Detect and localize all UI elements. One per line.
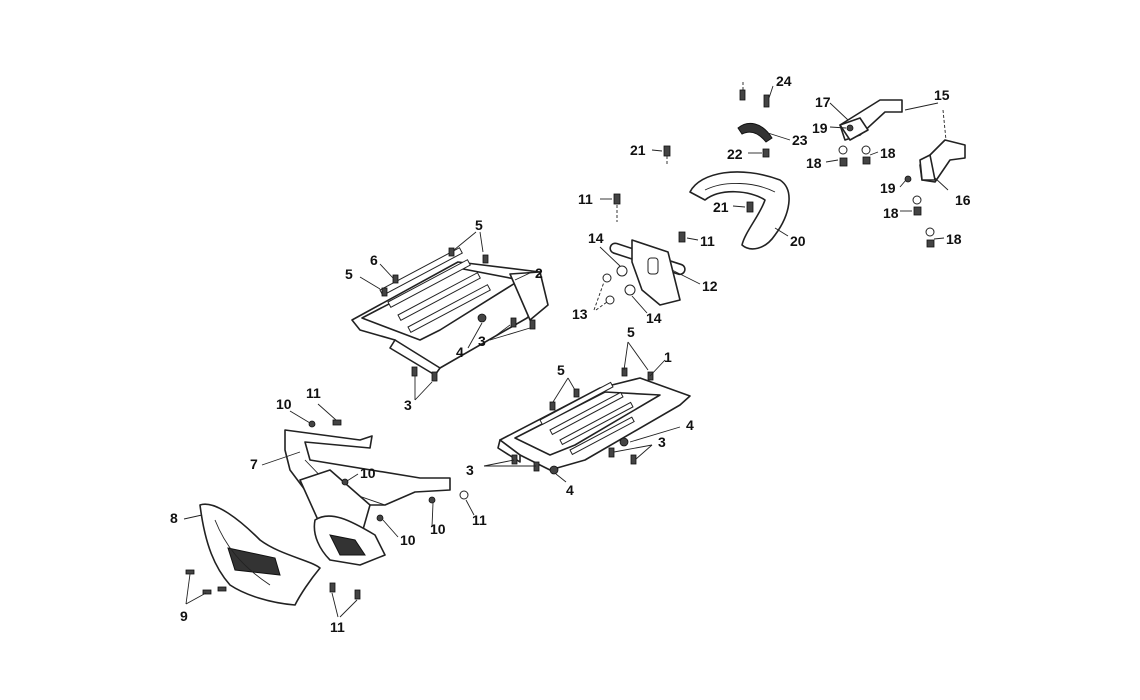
callout-11: 11 [578, 191, 593, 207]
callout-5: 5 [475, 217, 483, 233]
callout-6: 6 [370, 252, 378, 268]
callout-23: 23 [792, 132, 808, 148]
part-1-lower-plate [497, 377, 691, 471]
callout-10: 10 [430, 521, 446, 537]
callout-8: 8 [170, 510, 178, 526]
callout-22: 22 [727, 146, 743, 162]
callout-19: 19 [880, 180, 896, 196]
callout-21: 21 [630, 142, 646, 158]
callout-11: 11 [472, 512, 487, 528]
callout-11: 11 [306, 385, 321, 401]
callout-18: 18 [883, 205, 899, 221]
callout-10: 10 [360, 465, 376, 481]
callout-20: 20 [790, 233, 806, 249]
callout-3: 3 [478, 333, 486, 349]
callout-17: 17 [815, 94, 831, 110]
callout-21: 21 [713, 199, 729, 215]
part-15-16-bracket-lower [919, 139, 966, 183]
callout-11: 11 [700, 233, 715, 249]
callout-3: 3 [658, 434, 666, 450]
part-20-grab-handle [689, 171, 790, 250]
callout-9: 9 [180, 608, 188, 624]
callout-4: 4 [686, 417, 694, 433]
callout-2: 2 [535, 265, 543, 281]
callout-10: 10 [276, 396, 292, 412]
callout-11: 11 [330, 619, 345, 635]
callout-18: 18 [880, 145, 896, 161]
callout-labels: 1 2 3 3 3 3 4 4 4 5 5 5 5 6 7 8 9 10 10 … [170, 73, 971, 635]
part-12-support-bracket [609, 239, 686, 306]
callout-19: 19 [812, 120, 828, 136]
part-23-clip [737, 122, 773, 143]
callout-15: 15 [934, 87, 950, 103]
part-15-17-bracket-upper [839, 99, 903, 141]
callout-24: 24 [776, 73, 792, 89]
callout-4: 4 [456, 344, 464, 360]
part-2-upper-rack [351, 247, 549, 376]
callout-13: 13 [572, 306, 588, 322]
callout-10: 10 [400, 532, 416, 548]
callout-14: 14 [646, 310, 662, 326]
callout-3: 3 [404, 397, 412, 413]
callout-3: 3 [466, 462, 474, 478]
callout-14: 14 [588, 230, 604, 246]
callout-18: 18 [946, 231, 962, 247]
fasteners [185, 89, 935, 600]
callout-18: 18 [806, 155, 822, 171]
callout-12: 12 [702, 278, 718, 294]
part-7-front-frame [284, 429, 451, 546]
part-8-front-cover [199, 503, 321, 606]
bumper-center-piece [313, 515, 386, 566]
callout-5: 5 [345, 266, 353, 282]
callout-5: 5 [627, 324, 635, 340]
callout-16: 16 [955, 192, 971, 208]
callout-5: 5 [557, 362, 565, 378]
callout-4: 4 [566, 482, 574, 498]
leader-lines [183, 82, 949, 618]
callout-1: 1 [664, 349, 672, 365]
callout-7: 7 [250, 456, 258, 472]
